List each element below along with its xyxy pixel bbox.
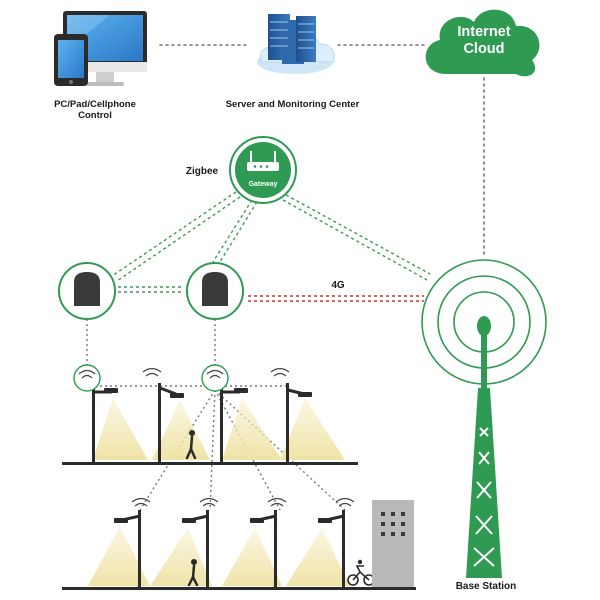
upper-road (62, 462, 358, 465)
street-lamp-icon (220, 385, 282, 462)
cloud-icon (425, 9, 540, 77)
street-lamp-icon (280, 383, 345, 462)
base-station-label: Base Station (455, 581, 517, 592)
fourg-link (248, 295, 424, 302)
server-icon (257, 14, 335, 74)
tablet-icon (54, 34, 88, 86)
upper-street (62, 364, 358, 465)
pedestrian-icon (187, 559, 199, 587)
zigbee-label: Zigbee (185, 166, 219, 177)
signal-tower-icon (421, 259, 547, 578)
lower-street (62, 497, 416, 590)
street-lamp-icon (152, 383, 210, 462)
server-label: Server and Monitoring Center (225, 99, 360, 110)
control-label: PC/Pad/Cellphone Control (54, 99, 136, 121)
top-links (159, 44, 485, 259)
street-lamp-icon (286, 510, 350, 588)
cloud-label: Internet Cloud (457, 24, 511, 57)
pedestrian-icon (185, 430, 197, 460)
street-lamp-icon (88, 510, 150, 588)
cyclist-icon (347, 559, 375, 586)
street-lamp-icon (150, 510, 212, 588)
wifi-signal-icon (73, 364, 290, 392)
building-icon (372, 500, 414, 588)
zigbee-links (111, 191, 431, 293)
street-lamp-icon (92, 385, 148, 462)
gateway-label: Gateway (249, 181, 278, 188)
control-devices (54, 11, 147, 86)
fourg-label: 4G (331, 280, 345, 291)
zigbee-node-icon (186, 262, 244, 320)
zigbee-node-icon (58, 262, 116, 320)
wifi-signal-icon (131, 497, 355, 507)
gateway-router-icon (229, 136, 297, 204)
lower-road (62, 587, 416, 590)
street-lamp-icon (222, 510, 282, 588)
